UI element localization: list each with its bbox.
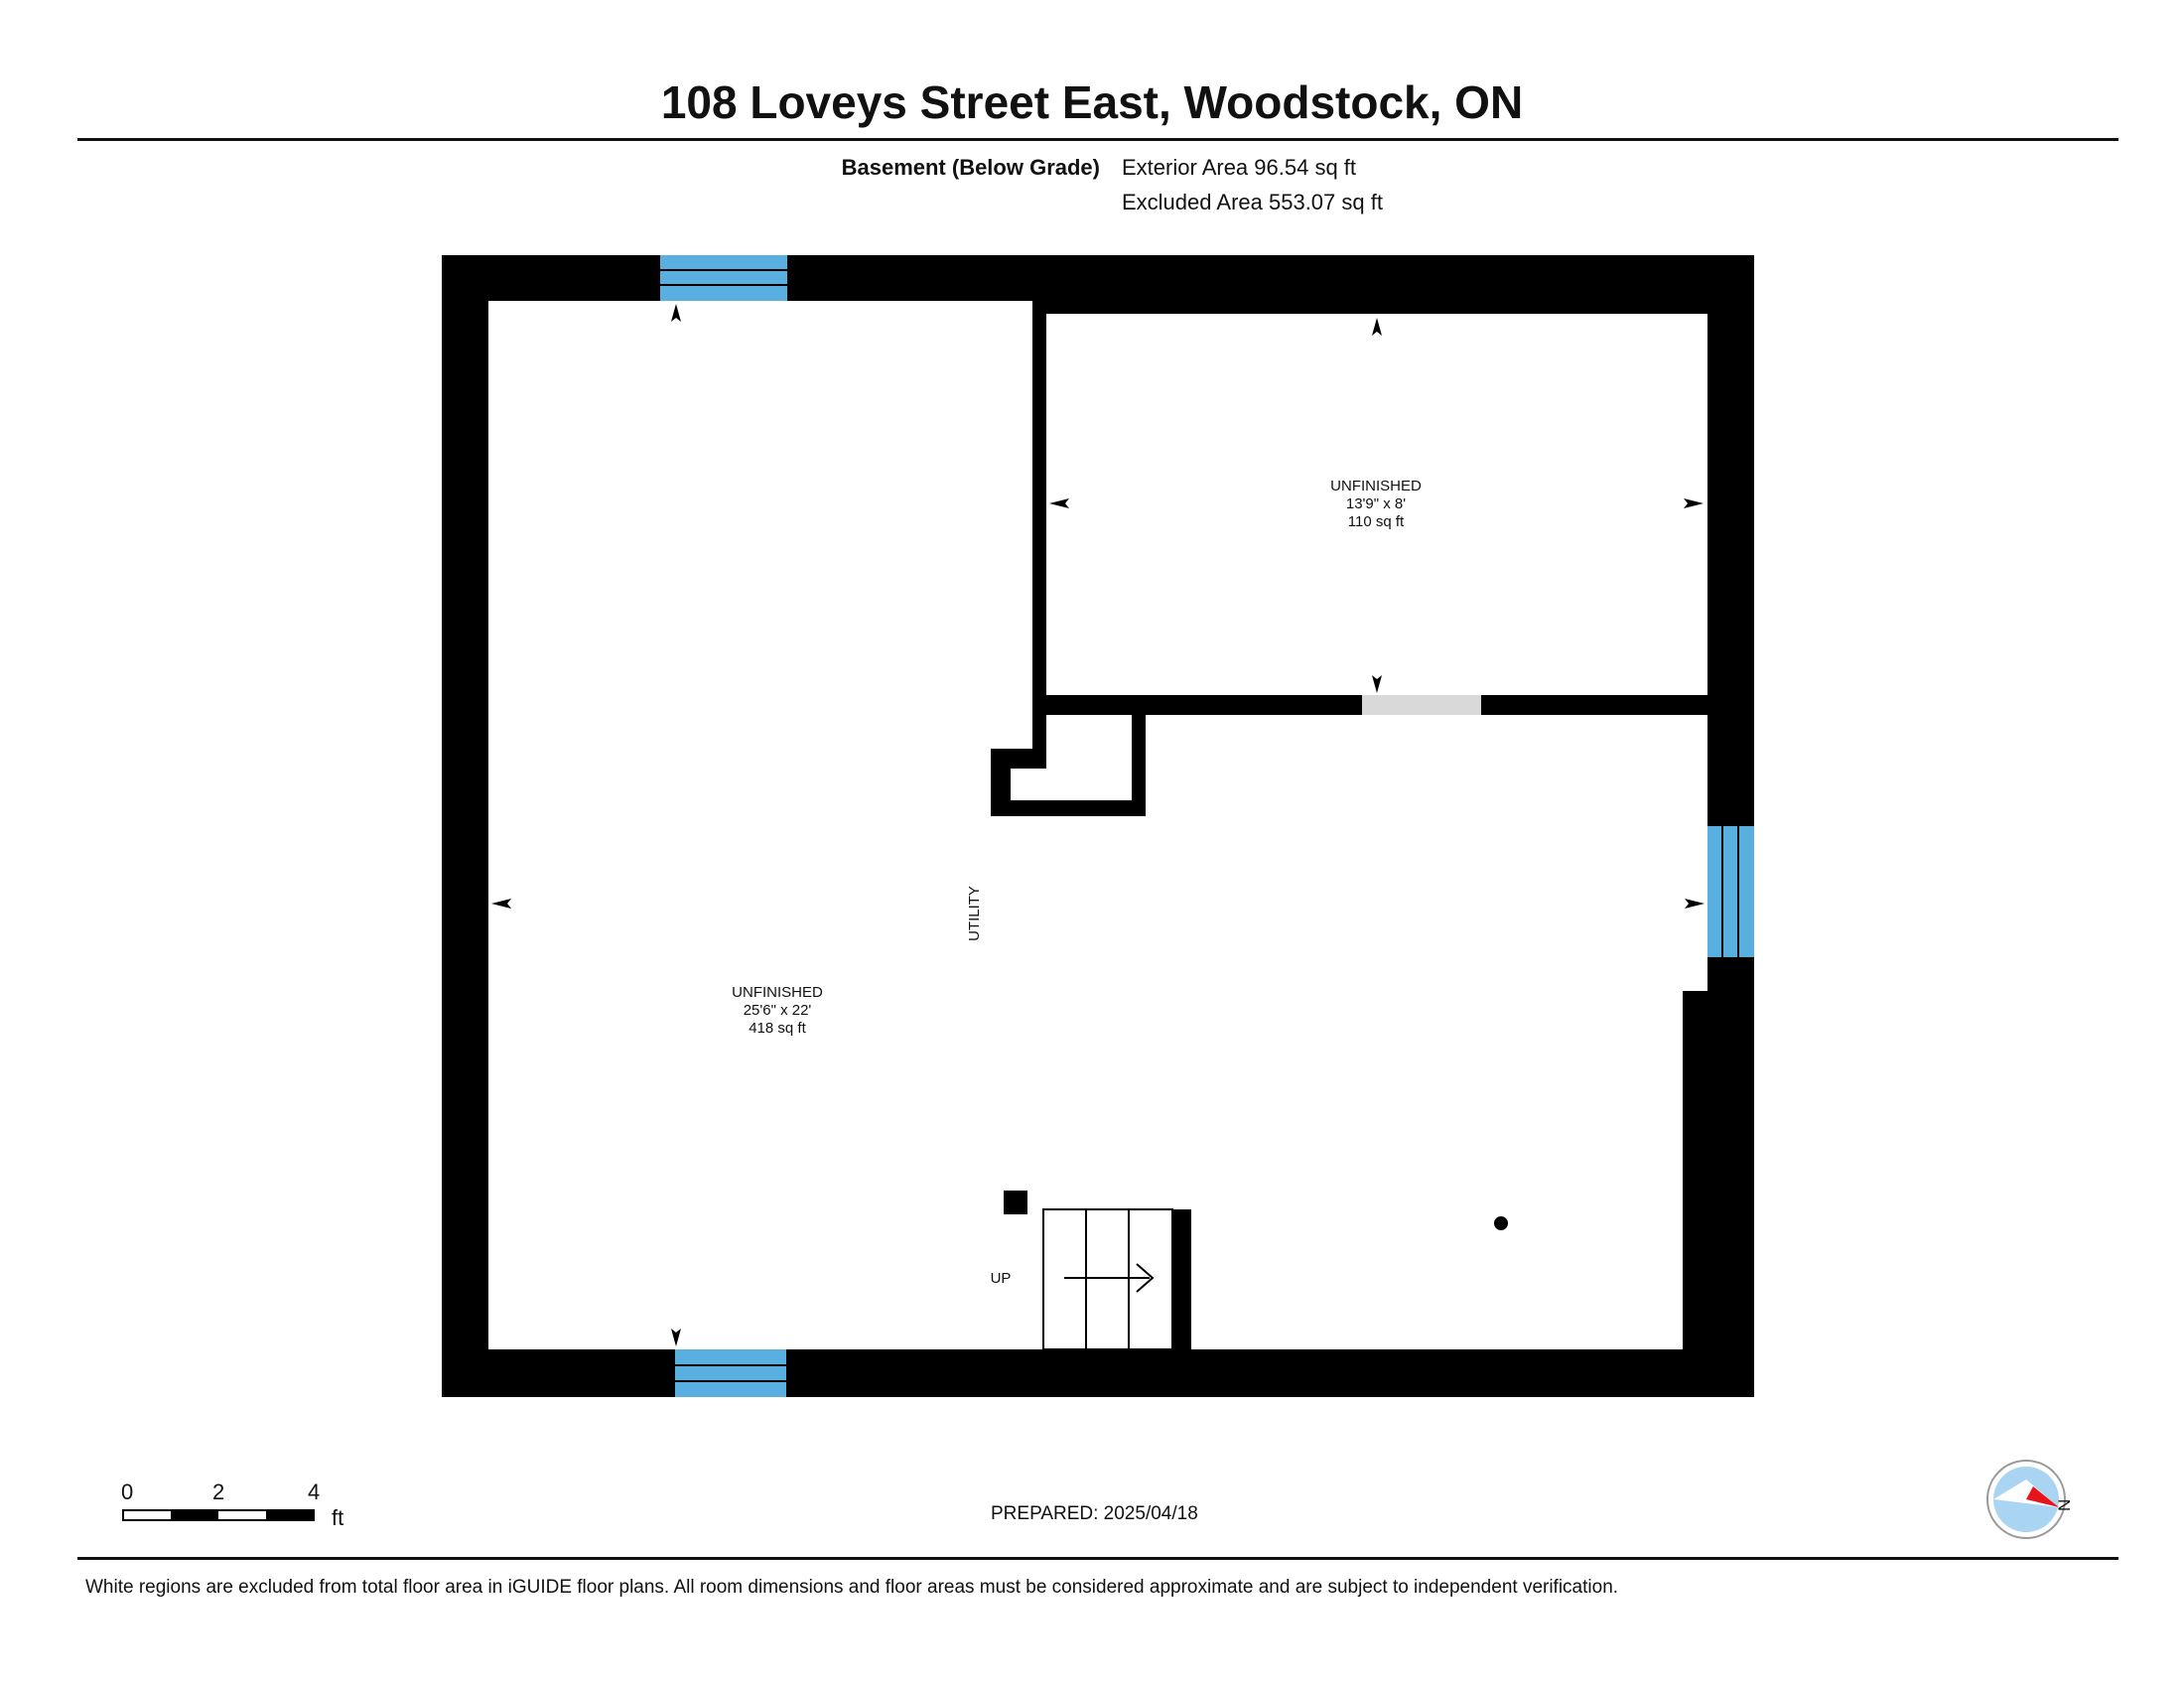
window-bottom (675, 1349, 786, 1397)
scale-tick-2: 2 (212, 1479, 225, 1504)
stairs (1042, 1208, 1191, 1350)
scale-tick-0: 0 (121, 1479, 134, 1504)
title-rule (77, 138, 2118, 141)
dimension-arrow (1684, 498, 1704, 508)
room-main-area: 418 sq ft (749, 1020, 806, 1037)
dimension-arrow (671, 1329, 681, 1346)
wall-top (442, 255, 1754, 301)
wall-right-thick (1683, 991, 1754, 1397)
room-utility-name: UTILITY (966, 886, 983, 941)
dimension-arrow (671, 304, 681, 322)
support-post (1004, 1191, 1027, 1214)
room-small-dims: 13'9" x 8' (1346, 495, 1406, 512)
excluded-area: Excluded Area 553.07 sq ft (1122, 190, 1383, 214)
scale-bar (122, 1509, 315, 1521)
chimney-left (991, 749, 1011, 816)
compass-icon (1986, 1460, 2066, 1539)
footnote: White regions are excluded from total fl… (85, 1577, 1619, 1598)
dimension-arrow (1372, 318, 1382, 336)
chimney-right (1132, 715, 1146, 816)
scale-unit: ft (332, 1505, 344, 1530)
exterior-area: Exterior Area 96.54 sq ft (1122, 155, 1357, 180)
window-right (1707, 826, 1754, 957)
door-opening (1362, 695, 1481, 715)
level-name: Basement (Below Grade) (841, 155, 1100, 180)
wall-bottom (442, 1349, 1754, 1397)
room-main-dims: 25'6" x 22' (744, 1002, 812, 1019)
chimney-bottom (991, 800, 1146, 816)
room-main-name: UNFINISHED (732, 984, 823, 1001)
stairs-label: UP (991, 1270, 1012, 1287)
room-small-name: UNFINISHED (1330, 478, 1422, 494)
prepared-date: PREPARED: 2025/04/18 (991, 1503, 1198, 1524)
wall-top-inner-ledge (1032, 301, 1707, 314)
dimension-arrow (491, 899, 511, 909)
dimension-arrow (1049, 498, 1069, 508)
room-small-area: 110 sq ft (1348, 513, 1405, 530)
floor-drain (1494, 1216, 1508, 1230)
wall-partition-vertical (1032, 301, 1046, 768)
compass-north-label: N (2055, 1499, 2074, 1511)
wall-left (442, 255, 488, 1397)
footer-rule (77, 1557, 2118, 1560)
scale-tick-4: 4 (308, 1479, 321, 1504)
dimension-arrow (1685, 899, 1705, 909)
window-top (660, 255, 787, 301)
page-title: 108 Loveys Street East, Woodstock, ON (660, 76, 1524, 128)
dimension-arrow (1372, 675, 1382, 693)
